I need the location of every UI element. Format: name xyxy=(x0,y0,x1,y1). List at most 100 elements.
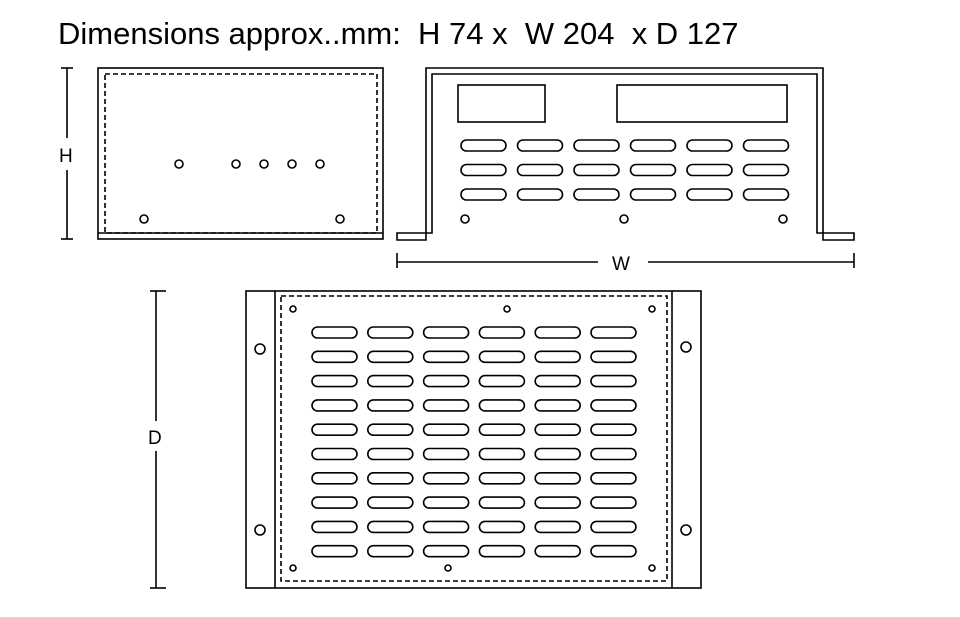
front-vent-slots xyxy=(460,139,790,201)
dimensions-title: Dimensions approx..mm: H 74 x W 204 x D … xyxy=(58,16,739,51)
vent-slot xyxy=(573,188,620,201)
front-outline xyxy=(396,67,855,241)
vent-slot xyxy=(590,399,637,412)
vent-slot xyxy=(422,544,470,558)
vent-slot xyxy=(590,544,637,558)
vent-slot xyxy=(366,544,414,558)
plate-hole xyxy=(444,564,452,572)
vent-slot xyxy=(478,544,526,558)
depth-label: D xyxy=(148,428,162,449)
vent-slot xyxy=(422,374,470,388)
vent-slot xyxy=(460,188,507,201)
vent-slot xyxy=(516,188,564,201)
vent-slot xyxy=(573,139,620,152)
vent-slot xyxy=(742,188,790,201)
vent-slot xyxy=(478,447,526,461)
vent-slot xyxy=(534,399,582,412)
side-hole xyxy=(335,214,345,224)
vent-slot xyxy=(422,326,470,339)
plate-hole xyxy=(289,564,297,572)
vent-slot xyxy=(590,520,637,534)
vent-slot xyxy=(422,350,470,364)
vent-slot xyxy=(366,423,414,437)
vent-slot xyxy=(590,423,637,437)
vent-slot xyxy=(422,496,470,509)
vent-slot xyxy=(366,471,414,485)
flange-hole xyxy=(680,524,692,536)
vent-slot xyxy=(366,350,414,364)
front-hole xyxy=(460,214,470,224)
vent-slot xyxy=(478,496,526,509)
flange-hole xyxy=(254,524,266,536)
vent-slot xyxy=(311,520,358,534)
vent-slot xyxy=(534,374,582,388)
top-outline xyxy=(245,290,702,589)
vent-slot xyxy=(422,423,470,437)
vent-slot xyxy=(590,326,637,339)
vent-slot xyxy=(311,350,358,364)
side-holes xyxy=(139,159,345,224)
vent-slot xyxy=(516,163,564,177)
vent-slot xyxy=(311,399,358,412)
vent-slot xyxy=(478,350,526,364)
front-hole xyxy=(619,214,629,224)
vent-slot xyxy=(422,471,470,485)
side-hole xyxy=(139,214,149,224)
vent-slot xyxy=(534,350,582,364)
vent-slot xyxy=(460,163,507,177)
front-hole xyxy=(778,214,788,224)
vent-slot xyxy=(534,423,582,437)
side-view: H xyxy=(59,67,384,240)
vent-slot xyxy=(366,374,414,388)
vent-slot xyxy=(366,399,414,412)
top-vent-slots xyxy=(311,326,637,558)
side-hole xyxy=(231,159,241,169)
vent-slot xyxy=(422,399,470,412)
vent-slot xyxy=(686,188,733,201)
side-hole xyxy=(174,159,184,169)
vent-slot xyxy=(366,447,414,461)
side-hole xyxy=(287,159,297,169)
width-label: W xyxy=(612,254,630,275)
front-holes xyxy=(460,214,788,224)
vent-slot xyxy=(478,471,526,485)
vent-slot xyxy=(590,496,637,509)
flange-hole xyxy=(254,343,266,355)
vent-slot xyxy=(311,326,358,339)
vent-slot xyxy=(422,447,470,461)
vent-slot xyxy=(629,188,677,201)
vent-slot xyxy=(590,447,637,461)
vent-slot xyxy=(534,520,582,534)
vent-slot xyxy=(534,496,582,509)
top-view: D xyxy=(148,290,702,589)
vent-slot xyxy=(629,139,677,152)
plate-hole xyxy=(648,305,656,313)
plate-hole xyxy=(648,564,656,572)
side-dashed-inner xyxy=(104,73,378,234)
display-window-left xyxy=(457,84,546,123)
plate-hole xyxy=(503,305,511,313)
vent-slot xyxy=(366,520,414,534)
vent-slot xyxy=(311,423,358,437)
vent-slot xyxy=(686,139,733,152)
vent-slot xyxy=(366,496,414,509)
front-view: W xyxy=(396,67,855,275)
vent-slot xyxy=(686,163,733,177)
vent-slot xyxy=(534,326,582,339)
plate-hole xyxy=(289,305,297,313)
vent-slot xyxy=(366,326,414,339)
vent-slot xyxy=(478,423,526,437)
vent-slot xyxy=(534,544,582,558)
vent-slot xyxy=(311,544,358,558)
vent-slot xyxy=(590,471,637,485)
vent-slot xyxy=(742,163,790,177)
vent-slot xyxy=(534,447,582,461)
vent-slot xyxy=(311,374,358,388)
vent-slot xyxy=(422,520,470,534)
vent-slot xyxy=(590,374,637,388)
vent-slot xyxy=(534,471,582,485)
flange-hole xyxy=(680,341,692,353)
vent-slot xyxy=(478,374,526,388)
height-label: H xyxy=(59,146,73,167)
vent-slot xyxy=(311,496,358,509)
